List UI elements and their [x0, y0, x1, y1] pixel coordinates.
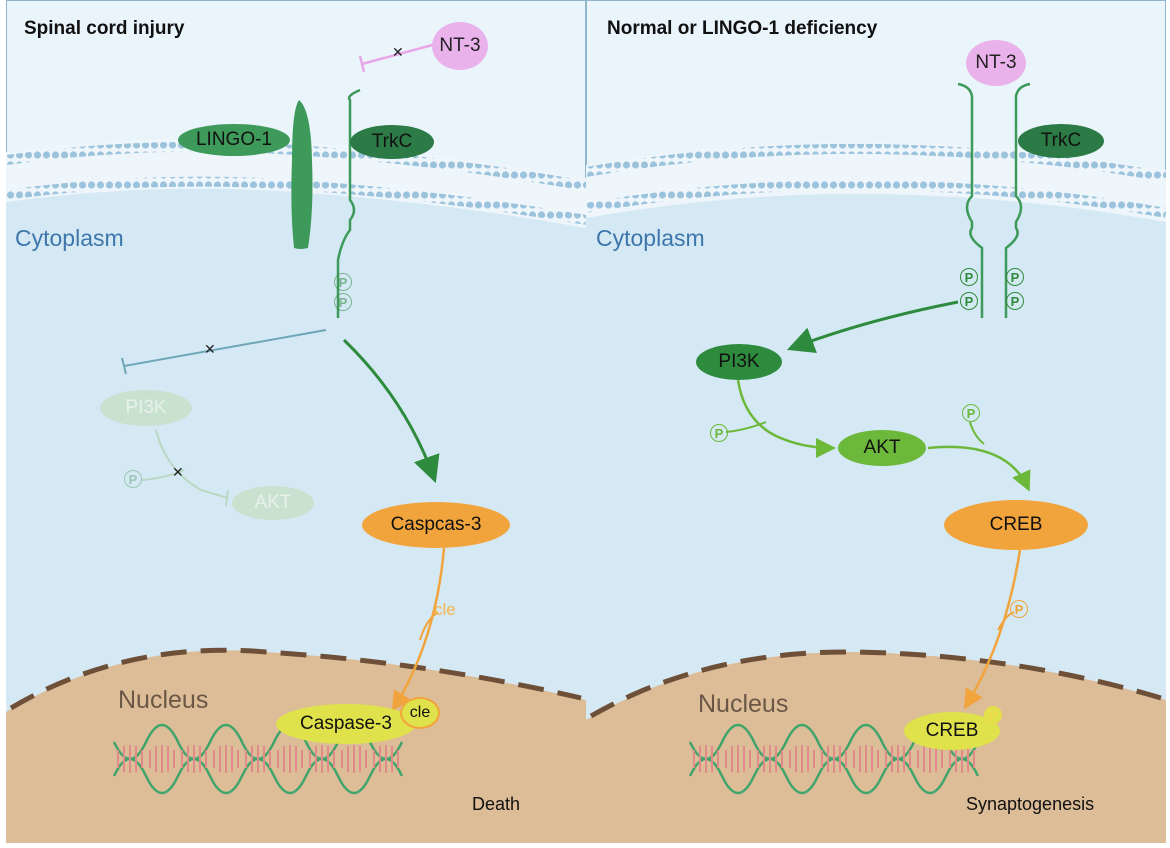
nt3-ligand-bound: NT-3	[966, 40, 1026, 86]
right-outcome-label: Synaptogenesis	[966, 794, 1095, 814]
pi3k-active: PI3K	[696, 344, 782, 380]
right-nucleus-label: Nucleus	[698, 690, 789, 718]
left-title: Spinal cord injury	[24, 18, 185, 39]
left-nucleus-label: Nucleus	[118, 686, 209, 714]
caspase3-cytoplasm: Caspcas-3	[362, 502, 510, 548]
pi3k-faded: PI3K	[100, 390, 192, 426]
svg-text:✕: ✕	[204, 341, 216, 357]
creb-cytoplasm: CREB	[944, 500, 1088, 550]
svg-text:✕: ✕	[172, 464, 184, 480]
right-cytoplasm-label: Cytoplasm	[596, 225, 705, 251]
phospho-site-a2: P	[960, 292, 978, 310]
phospho-site-b2: P	[1006, 292, 1024, 310]
lingo1-transmembrane	[291, 100, 313, 249]
trkc-receptor	[336, 88, 361, 318]
akt-faded: AKT	[232, 486, 314, 520]
phospho-site-a1: P	[960, 268, 978, 286]
right-panel-graphics	[586, 0, 1166, 843]
svg-text:✕: ✕	[392, 44, 404, 60]
phospho-creb: P	[962, 404, 980, 422]
creb-nucleus: CREB	[904, 712, 1000, 750]
akt-active: AKT	[838, 430, 926, 466]
trkc-protein-right: TrkC	[1018, 124, 1104, 158]
left-outcome-label: Death	[472, 794, 521, 814]
trkc-protein: TrkC	[350, 125, 434, 159]
phospho-faded: P	[124, 470, 142, 488]
phospho-site-1: P	[334, 273, 352, 291]
phospho-creb-nuclear: P	[984, 706, 1002, 724]
caspase3-nucleus: Caspase-3	[276, 704, 416, 744]
lingo1-protein: LINGO-1	[178, 124, 290, 156]
phospho-site-2: P	[334, 293, 352, 311]
phospho-site-b1: P	[1006, 268, 1024, 286]
panel-spinal-cord-injury: ✕ ✕ ✕ Spinal cord injury Cytoplasm Nucle…	[6, 0, 586, 843]
phospho-creb-transit: P	[1010, 600, 1028, 618]
panel-normal-lingo1-deficiency: Normal or LINGO-1 deficiency Cytoplasm N…	[586, 0, 1166, 843]
trkc-receptor-right-chain	[1004, 82, 1031, 318]
right-title: Normal or LINGO-1 deficiency	[607, 18, 878, 39]
trkc-receptor-left-chain	[957, 82, 984, 318]
cleavage-label: cle	[434, 600, 456, 619]
left-cytoplasm-label: Cytoplasm	[15, 225, 124, 251]
nt3-ligand: NT-3	[432, 22, 488, 70]
phospho-akt: P	[710, 424, 728, 442]
cleaved-badge: cle	[400, 697, 440, 729]
